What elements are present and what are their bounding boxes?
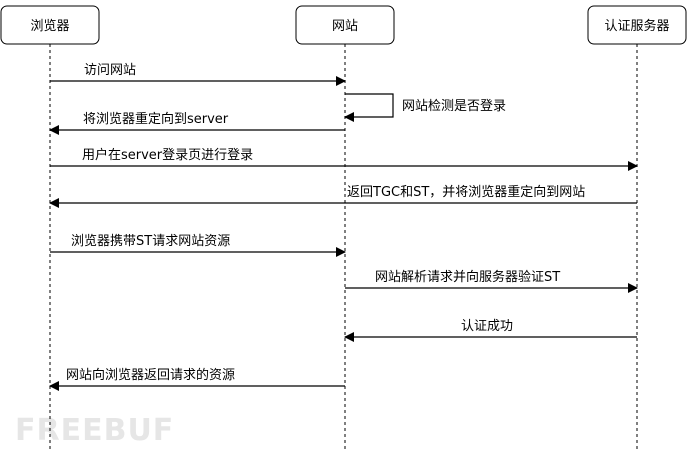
actor-box-auth xyxy=(587,5,687,45)
message-4: 用户在server登录页进行登录 xyxy=(50,147,638,171)
message-2: 网站检测是否登录 xyxy=(344,93,506,122)
actor-browser: 浏览器 xyxy=(0,5,100,45)
message-8: 认证成功 xyxy=(344,319,637,342)
message-5: 返回TGC和ST，并将浏览器重定向到网站 xyxy=(49,184,637,208)
message-label: 访问网站 xyxy=(84,63,136,78)
actor-box-browser xyxy=(0,5,100,45)
actor-label-browser: 浏览器 xyxy=(30,18,69,34)
message-3: 将浏览器重定向到server xyxy=(49,111,345,135)
message-label: 浏览器携带ST请求网站资源 xyxy=(71,233,230,249)
message-label: 返回TGC和ST，并将浏览器重定向到网站 xyxy=(347,184,585,200)
actor-label-site: 网站 xyxy=(332,19,358,34)
message-label: 网站解析请求并向服务器验证ST xyxy=(375,269,560,285)
message-label: 网站检测是否登录 xyxy=(402,99,506,114)
actor-auth: 认证服务器 xyxy=(587,5,687,45)
message-9: 网站向浏览器返回请求的资源 xyxy=(49,367,345,391)
message-label: 网站向浏览器返回请求的资源 xyxy=(66,367,235,383)
watermark-logo: FREEBUF xyxy=(15,413,174,448)
actors: 浏览器 网站 认证服务器 xyxy=(0,5,687,45)
actor-label-auth: 认证服务器 xyxy=(604,18,669,34)
actor-box-site xyxy=(295,5,395,45)
actor-site: 网站 xyxy=(295,5,395,45)
message-7: 网站解析请求并向服务器验证ST xyxy=(345,269,638,293)
message-label: 将浏览器重定向到server xyxy=(83,111,229,127)
self-message-arrow xyxy=(344,93,394,122)
message-label: 用户在server登录页进行登录 xyxy=(82,147,253,163)
message-1: 访问网站 xyxy=(50,63,346,86)
message-6: 浏览器携带ST请求网站资源 xyxy=(50,233,346,257)
message-label: 认证成功 xyxy=(461,319,513,334)
